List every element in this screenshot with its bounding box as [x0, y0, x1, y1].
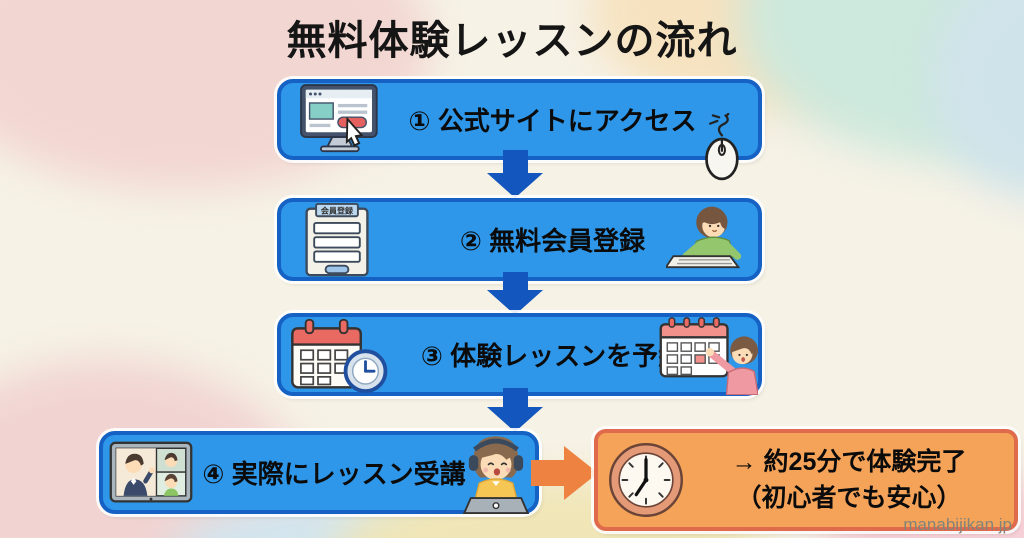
clock-icon	[598, 441, 694, 519]
registration-form-icon: 会員登録	[281, 202, 393, 278]
step-3-box: ③ 体験レッスンを予約	[277, 313, 762, 396]
result-text: → 約25分で体験完了 （初心者でも安心）	[694, 444, 1014, 516]
step-4-box: ④ 実際にレッスン受講	[99, 431, 539, 514]
step-1-label: ① 公式サイトにアクセス	[408, 106, 697, 136]
watermark: manabijikan.jp	[903, 515, 1012, 534]
result-line-1: → 約25分で体験完了	[731, 448, 967, 476]
page-title: 無料体験レッスンの流れ	[286, 19, 738, 63]
typing-person-icon	[664, 201, 754, 276]
calendar-clock-icon	[281, 317, 393, 393]
flow-arrow-down-2	[487, 272, 543, 315]
result-box: → 約25分で体験完了 （初心者でも安心）	[594, 429, 1018, 531]
calendar-pointing-person-icon	[658, 313, 759, 400]
step-2-box: 会員登録 ② 無料会員登録	[277, 198, 762, 281]
step-3-label: ③ 体験レッスンを予約	[420, 341, 685, 371]
form-header-text: 会員登録	[321, 205, 354, 215]
headset-person-icon	[453, 425, 539, 522]
flow-arrow-down-3	[487, 388, 543, 432]
flow-arrow-down-1	[487, 150, 543, 198]
result-line-2: （初心者でも安心）	[736, 484, 962, 512]
step-4-label: ④ 実際にレッスン受講	[202, 459, 466, 489]
step-1-box: ① 公式サイトにアクセス	[277, 79, 762, 181]
browser-monitor-icon	[281, 83, 393, 157]
video-lesson-icon	[103, 441, 199, 505]
mouse-click-icon	[692, 112, 750, 190]
flow-arrow-right	[531, 446, 598, 500]
step-2-label: ② 無料会員登録	[459, 226, 646, 256]
